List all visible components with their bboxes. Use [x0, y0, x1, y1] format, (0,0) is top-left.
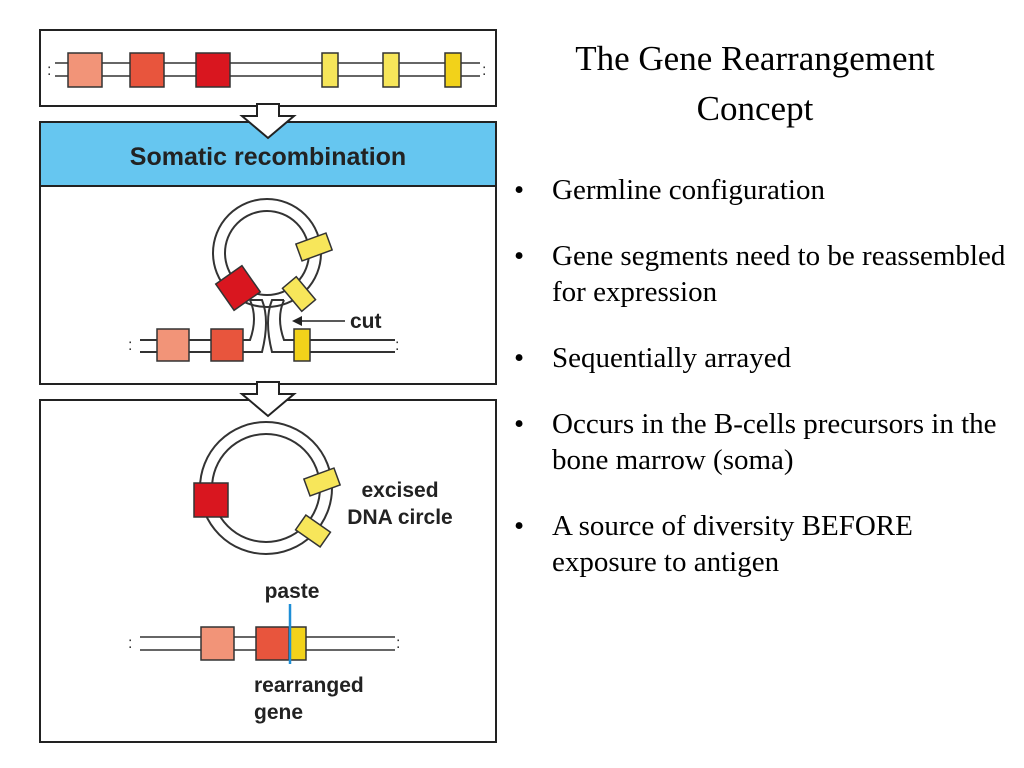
rearranged-label-line2: gene [254, 701, 303, 724]
excised-label-line1: excised [361, 479, 438, 502]
down-arrow-1 [239, 103, 297, 140]
bullet-item: Occurs in the B-cells precursors in the … [512, 406, 1012, 478]
bullet-item: Gene segments need to be reassembled for… [512, 238, 1012, 310]
bullet-item: Germline configuration [512, 172, 1012, 208]
recombination-panel: Somatic recombination : : cut [39, 121, 497, 385]
j-segment-loop-1 [294, 232, 334, 262]
v-segment-2 [129, 52, 165, 88]
v-segment-1-recomb [156, 328, 190, 362]
bullet-list: Germline configuration Gene segments nee… [512, 172, 1012, 610]
svg-text::: : [396, 635, 400, 652]
rearranged-panel: excised DNA circle : : paste rearranged … [39, 381, 497, 743]
gene-rearrangement-diagram: : : Somatic recombination : : cut [39, 29, 497, 743]
v-segment-1-rearranged [200, 626, 235, 661]
j-segment-3 [444, 52, 462, 88]
v-segment-3-loop [214, 264, 262, 312]
j-segment-rearranged [289, 626, 307, 661]
j-segment-excised-1 [302, 467, 342, 497]
bullet-item: Sequentially arrayed [512, 340, 1012, 376]
j-segment-loop-2 [281, 275, 317, 313]
v-segment-3 [195, 52, 231, 88]
v-segment-2-rearranged [255, 626, 290, 661]
slide-title-line2: Concept [696, 89, 814, 128]
svg-text::: : [482, 62, 486, 79]
slide-title-line1: The Gene Rearrangement [575, 39, 935, 78]
svg-text::: : [128, 635, 132, 652]
cut-label: cut [350, 310, 382, 333]
j-segment-2 [382, 52, 400, 88]
v-segment-3-excised [193, 482, 229, 518]
germline-panel: : : [39, 29, 497, 107]
svg-text::: : [128, 337, 132, 354]
banner-label: Somatic recombination [130, 143, 406, 171]
j-segment-cut [293, 328, 311, 362]
slide-title: The Gene Rearrangement Concept [520, 34, 990, 134]
rearranged-label-line1: rearranged [254, 674, 364, 697]
v-segment-1 [67, 52, 103, 88]
svg-text::: : [395, 337, 399, 354]
paste-label: paste [265, 580, 320, 603]
bullet-item: A source of diversity BEFORE exposure to… [512, 508, 1012, 580]
j-segment-1 [321, 52, 339, 88]
svg-text::: : [47, 62, 51, 79]
excised-label-line2: DNA circle [347, 506, 452, 529]
j-segment-excised-2 [294, 513, 332, 549]
v-segment-2-recomb [210, 328, 244, 362]
